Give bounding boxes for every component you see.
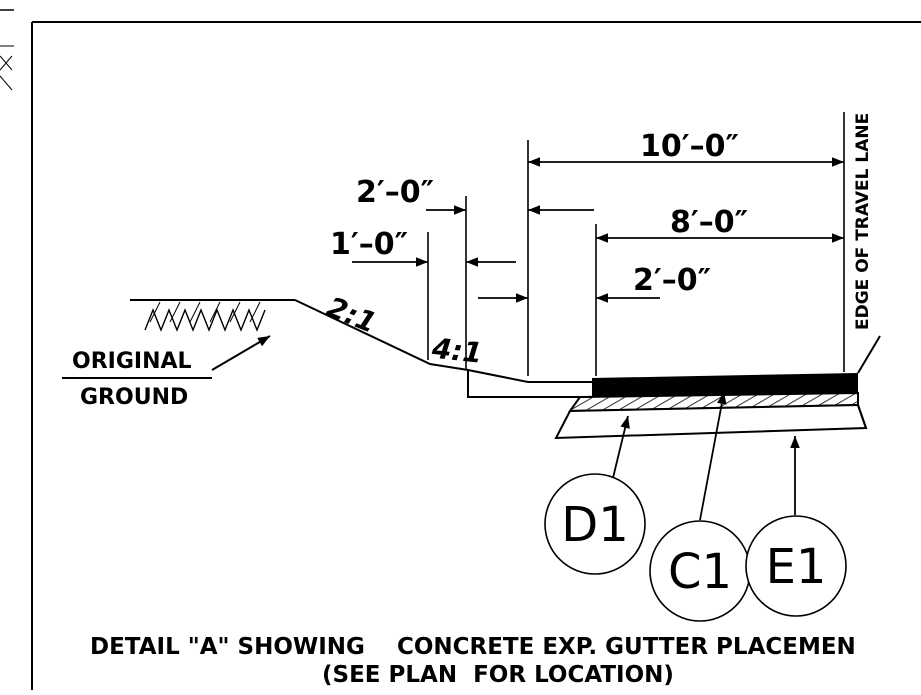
detail-subtitle: (SEE PLAN FOR LOCATION) — [322, 662, 674, 688]
dim-2ft-upper-label: 2′–0″ — [356, 175, 434, 210]
slope-4to1-label: 4:1 — [430, 332, 484, 370]
svg-text:D1: D1 — [561, 497, 629, 553]
sheet-border — [0, 9, 921, 690]
callout-leaders — [611, 391, 800, 521]
dim-2ft-lower-label: 2′–0″ — [633, 263, 711, 298]
original-ground-label: ORIGINAL GROUND — [62, 349, 212, 410]
original-ground — [130, 299, 295, 371]
dim-1ft-label: 1′–0″ — [330, 227, 408, 262]
dim-8ft-label: 8′–0″ — [670, 205, 748, 240]
callout-e1: E1 — [745, 515, 847, 617]
dim-10ft-label: 10′–0″ — [640, 129, 739, 164]
svg-text:ORIGINAL: ORIGINAL — [72, 349, 192, 374]
dimension-lines — [352, 157, 844, 303]
pavement-layers — [554, 335, 881, 440]
svg-text:C1: C1 — [668, 544, 732, 600]
svg-text:GROUND: GROUND — [80, 385, 188, 410]
layer-c1-asphalt — [592, 373, 858, 397]
svg-text:E1: E1 — [766, 539, 827, 595]
extension-lines — [427, 112, 845, 376]
detail-title: DETAIL "A" SHOWING CONCRETE EXP. GUTTER … — [90, 634, 856, 660]
slope-2to1-label: 2:1 — [322, 290, 381, 339]
callout-c1: C1 — [649, 520, 751, 622]
slope-profile — [294, 299, 592, 398]
layer-e1-base — [554, 403, 868, 440]
callout-d1: D1 — [544, 473, 646, 575]
edge-of-travel-lane-label: EDGE OF TRAVEL LANE — [853, 113, 873, 330]
